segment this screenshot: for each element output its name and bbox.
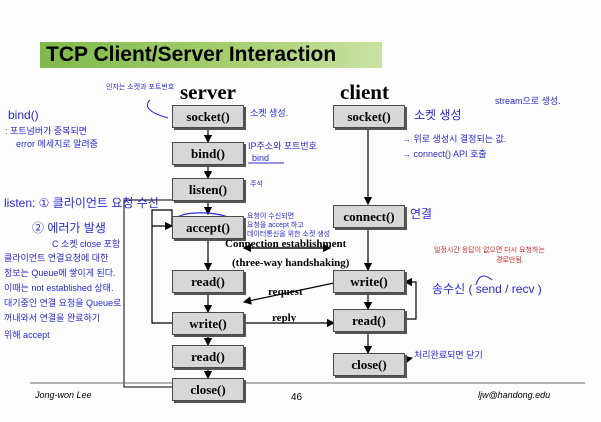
hw-bind-note-1: bind()	[8, 108, 39, 122]
server-socket-box: socket()	[172, 105, 244, 128]
hw-listen-note-2: ② 에러가 발생	[32, 221, 106, 235]
server-listen-box: listen()	[172, 178, 244, 201]
client-connect-box: connect()	[333, 205, 405, 228]
hw-top-note: 인자는 소켓과 포트번호	[106, 84, 175, 91]
hw-listen-note-7: 대기중인 연결 요청을 Queue로	[4, 298, 122, 308]
footer-author: Jong-won Lee	[35, 390, 92, 400]
footer-page-number: 46	[291, 392, 303, 403]
connection-label: Connection establishment	[225, 238, 347, 250]
hw-red-note-1: 일정시간 응답이 없으면 다시 요청하는	[434, 247, 545, 254]
hw-bind-note-2: : 포트넘버가 중복되면	[5, 126, 88, 136]
hw-accept-right-2: 요청을 accept 하고	[247, 222, 304, 229]
title-bar	[40, 42, 382, 68]
hw-bind-right-1: IP주소와 포트번호	[248, 141, 317, 151]
client-column-title: client	[340, 80, 389, 104]
hw-close-note: 처리완료되면 닫기	[414, 350, 483, 360]
hw-client-arrow-1: → 위로 생성시 결정되는 값.	[402, 134, 507, 144]
slide-title: TCP Client/Server Interaction	[46, 43, 337, 66]
hw-accept-right-1: 요청이 수신되면	[247, 213, 295, 220]
server-read-box: read()	[172, 270, 244, 293]
server-column-title: server	[180, 80, 236, 104]
handshake-label: (three-way handshaking)	[232, 257, 350, 269]
hw-listen-note-9: 위해 accept	[4, 330, 50, 340]
hw-bind-note-3: error 메세지로 알려줌	[16, 139, 98, 149]
hw-listen-right: 주석	[250, 181, 263, 188]
hw-arrow-top	[146, 99, 169, 119]
hw-stream-note: stream으로 생성.	[495, 96, 561, 106]
hw-red-note-2: 경로만됨.	[496, 257, 524, 264]
footer-email: ljw@handong.edu	[478, 390, 551, 400]
hw-listen-note-4: 클라이언트 연결요청에 대한	[4, 253, 109, 263]
hw-listen-note-8: 꺼내와서 연결을 완료하기	[4, 313, 101, 323]
hw-listen-note-1: listen: ① 클라이언트 요청 수신	[4, 196, 159, 210]
hw-connect-note: 연결	[410, 207, 433, 221]
client-loop	[403, 277, 417, 320]
server-write-box: write()	[172, 312, 244, 335]
client-close-box: close()	[333, 353, 405, 376]
request-label: request	[268, 286, 303, 298]
hw-client-arrow-2: → connect() API 호출	[402, 149, 487, 159]
hw-accept-right-3: 데이터통신을 위한 소켓 생성	[247, 231, 331, 238]
server-loop	[151, 209, 173, 324]
server-accept-box: accept()	[172, 216, 244, 239]
hw-listen-note-6: 이때는 not established 상태.	[4, 283, 114, 293]
server-read-2-box: read()	[172, 345, 244, 368]
hw-bind-right-2: bind	[252, 153, 270, 163]
hw-socket-client-note: 소켓 생성	[414, 108, 462, 122]
outer-loop	[123, 199, 204, 388]
client-socket-box: socket()	[333, 105, 405, 128]
request-arrow	[242, 282, 335, 305]
client-read-box: read()	[333, 309, 405, 332]
client-write-box: write()	[333, 270, 405, 293]
hw-sendrecv-bracket	[475, 275, 493, 286]
reply-label: reply	[272, 312, 297, 324]
hw-listen-note-3: C 소켓 close 포함	[52, 239, 121, 249]
server-bind-box: bind()	[172, 142, 244, 165]
hw-socket-server-note: 소켓 생성.	[250, 108, 289, 118]
hw-sendrecv-note: 송수신 ( send / recv )	[432, 282, 542, 296]
server-close-box: close()	[172, 378, 244, 401]
hw-listen-note-5: 정보는 Queue에 쌓이게 된다.	[4, 268, 116, 278]
